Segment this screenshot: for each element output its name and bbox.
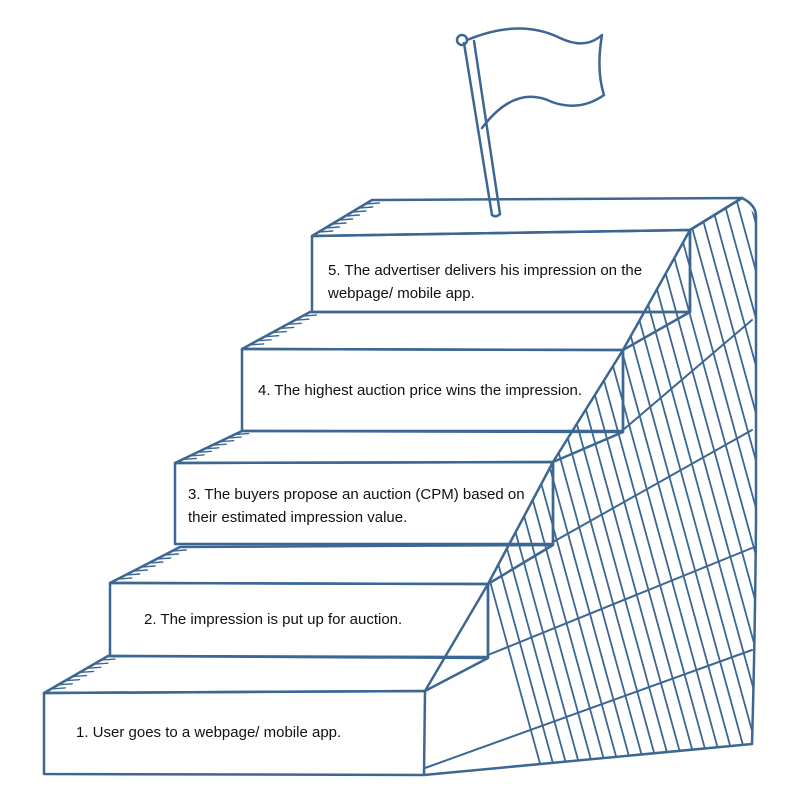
step-2 [108, 543, 555, 659]
step-4-label: 4. The highest auction price wins the im… [258, 382, 583, 399]
step-2-label: 2. The impression is put up for auction. [144, 611, 403, 628]
step-1 [42, 654, 490, 777]
step-1-label: 1. User goes to a webpage/ mobile app. [76, 724, 342, 741]
step-4 [240, 310, 692, 433]
step-5 [310, 196, 744, 314]
step-3-label: 3. The buyers propose an auction (CPM) b… [188, 486, 525, 526]
step-5-label: 5. The advertiser delivers his impressio… [328, 262, 643, 302]
flag-icon [455, 27, 606, 218]
